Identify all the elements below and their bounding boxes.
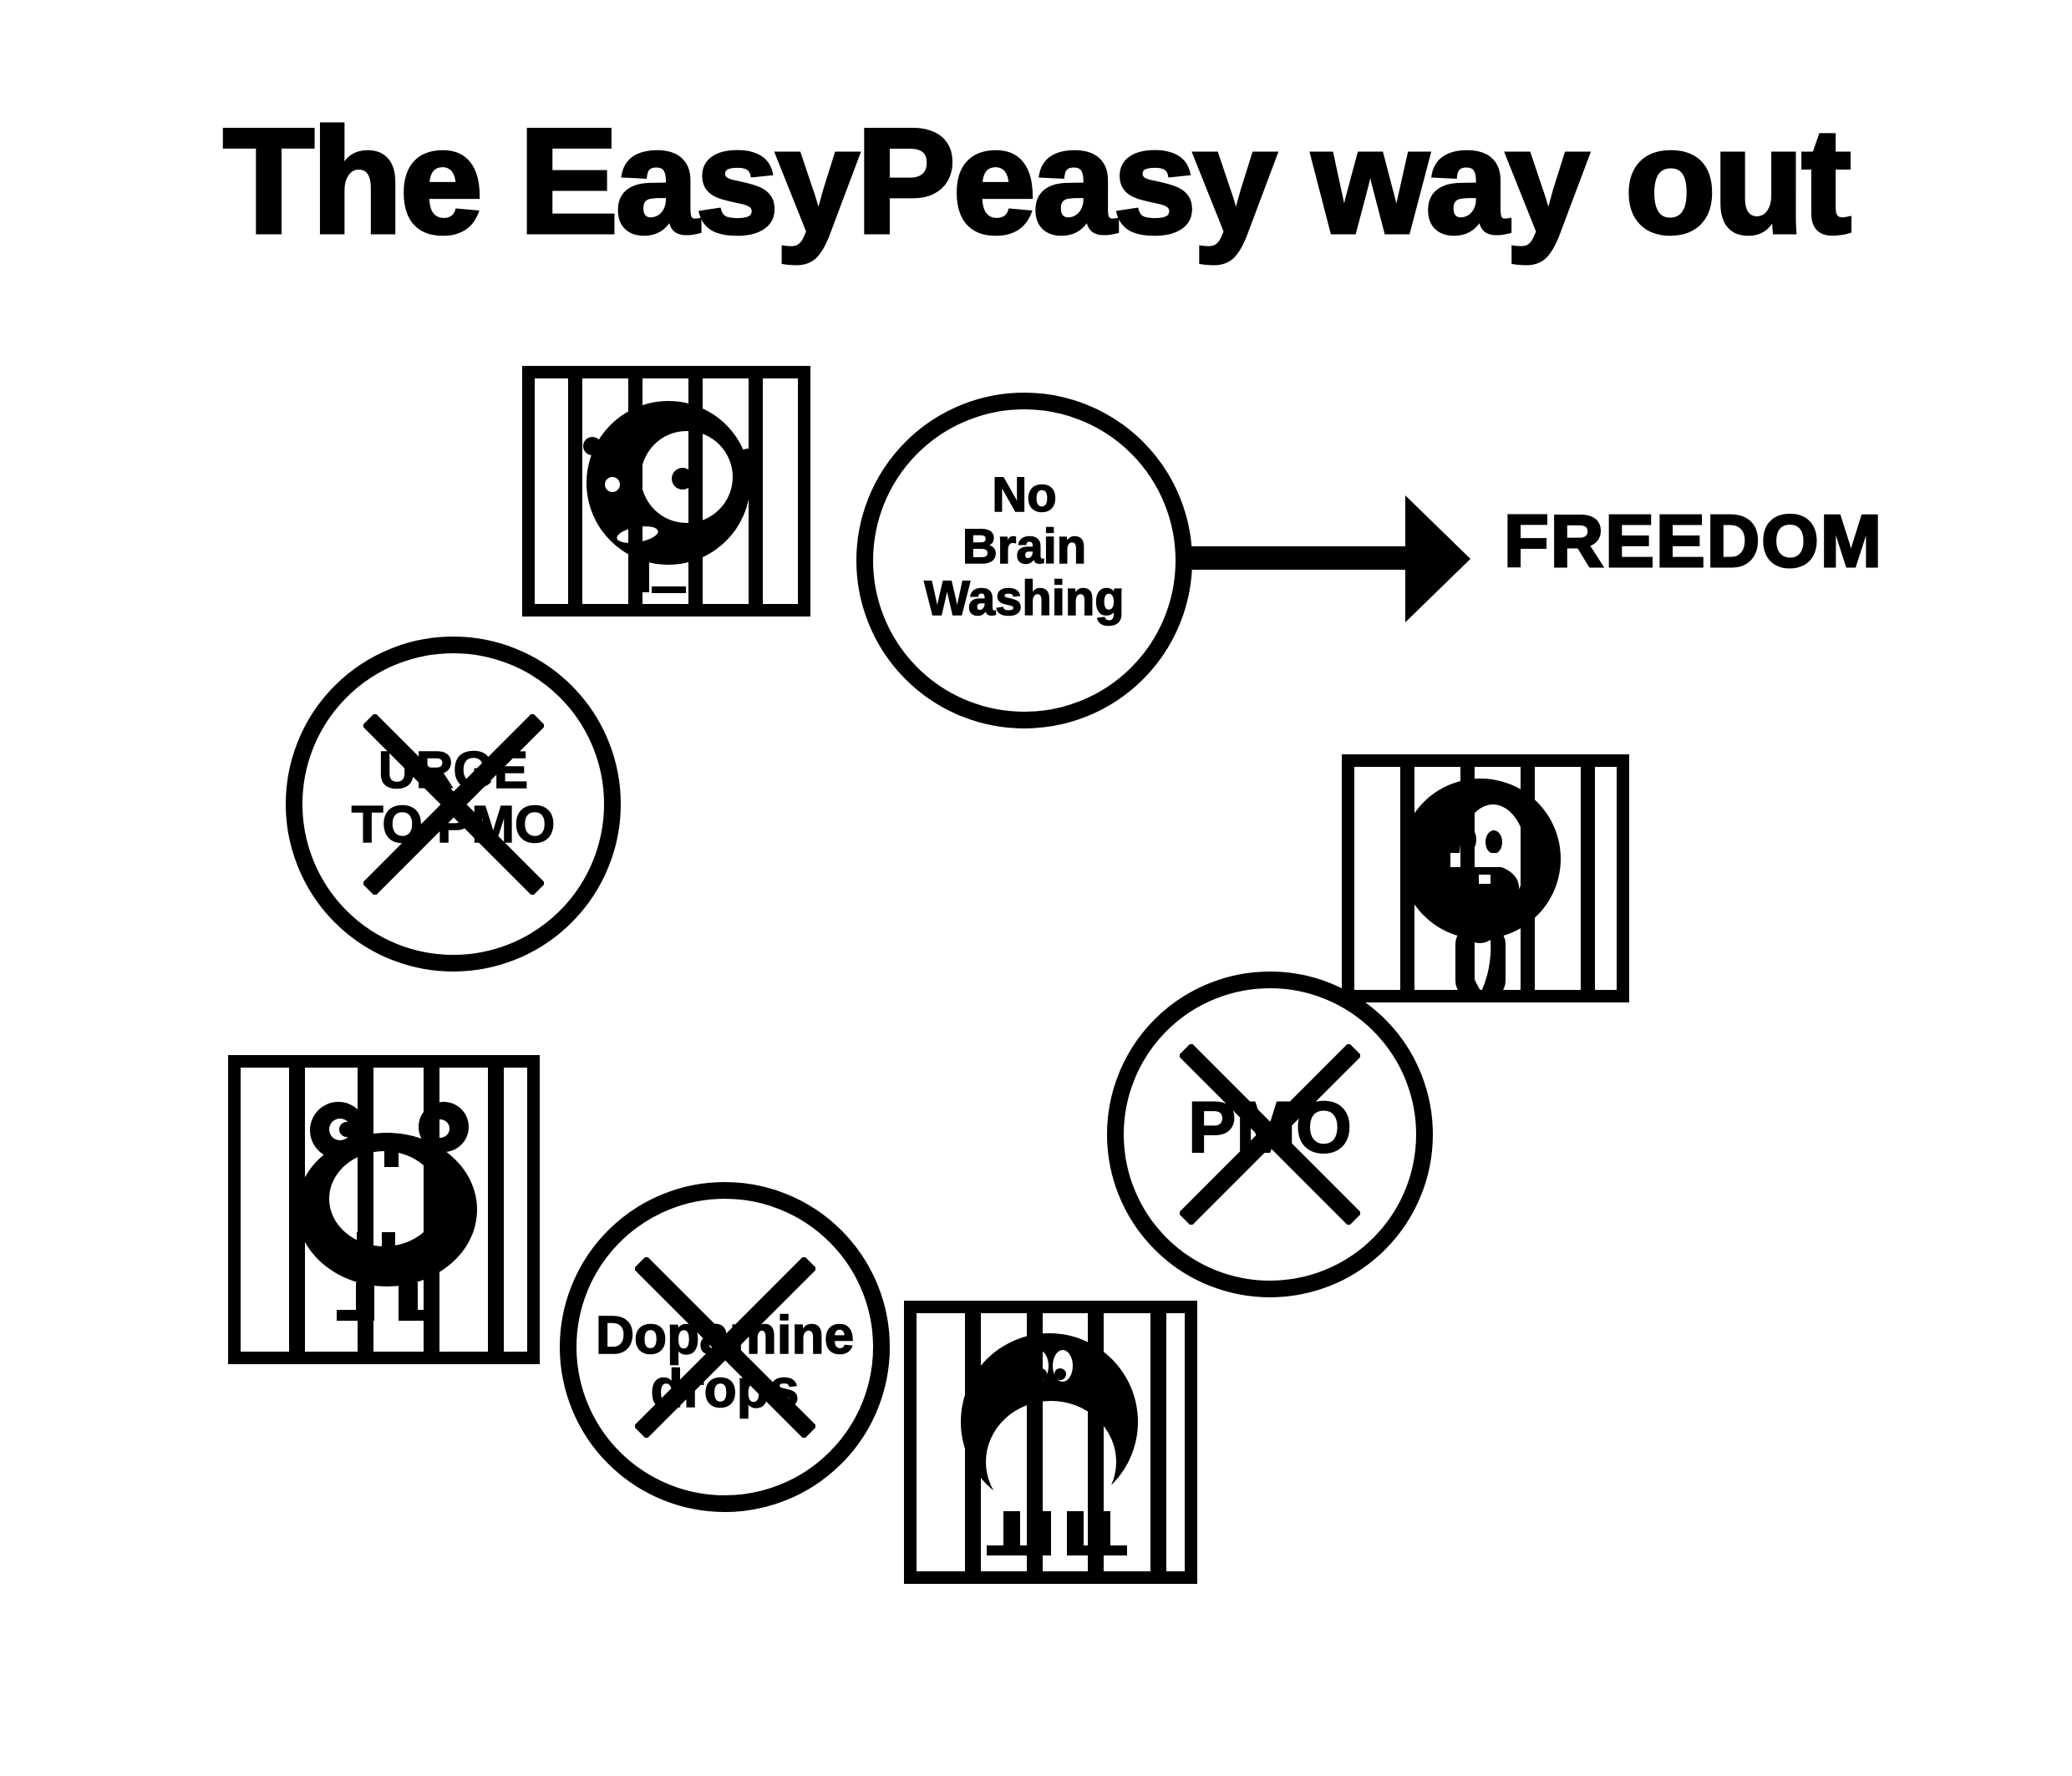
- cross-out-icon: [363, 713, 544, 895]
- cross-out-icon: [1180, 1044, 1360, 1225]
- caged-monster-icon-top-left: [522, 366, 810, 617]
- caged-monster-icon-bottom-center: [904, 1301, 1197, 1584]
- arrow-right-icon: [1191, 495, 1470, 622]
- node-urge-to-pmo: URGE TO PMO: [286, 637, 621, 972]
- freedom-label: FREEDOM: [1503, 500, 1883, 582]
- node-pmo: PMO: [1107, 972, 1433, 1297]
- node-no-brain-washing: No Brain Washing: [856, 393, 1192, 728]
- page-title: The EasyPeasy way out: [221, 98, 1853, 264]
- cross-out-icon: [634, 1256, 815, 1438]
- node-no-brain-washing-label: No Brain Washing: [923, 468, 1125, 626]
- node-dopamine-drops: Dopamine drops: [560, 1182, 890, 1512]
- caged-monster-icon-right: [1342, 754, 1629, 1002]
- caged-monster-icon-bottom-left: [228, 1055, 540, 1364]
